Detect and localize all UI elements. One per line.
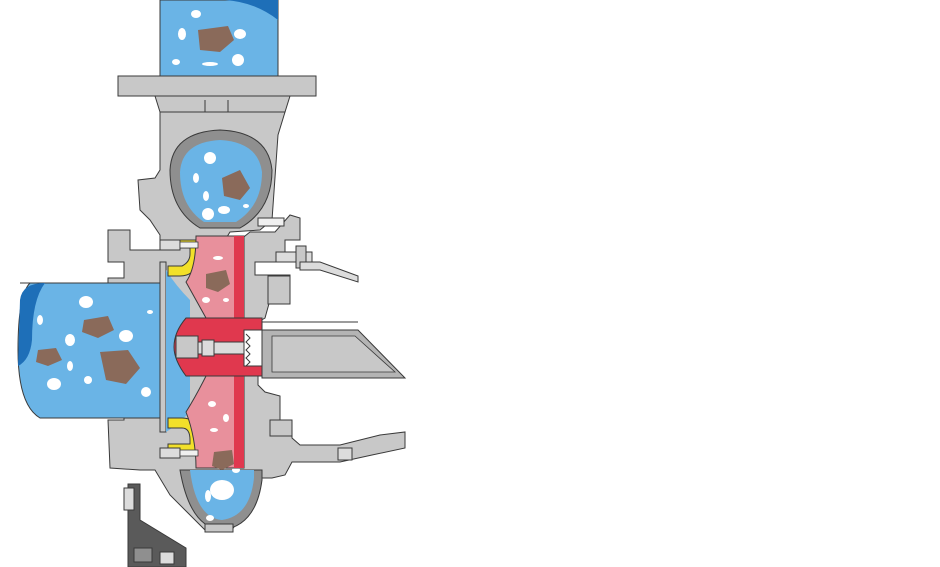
bolt-upper-left <box>159 239 199 251</box>
discharge-fluid <box>159 0 279 77</box>
gland-lower <box>269 419 353 461</box>
bolt-upper-right <box>257 217 313 269</box>
bolt-hub <box>201 339 215 357</box>
impeller <box>185 235 245 470</box>
volute-lower <box>179 467 263 533</box>
support-bracket <box>123 483 187 567</box>
gland-upper <box>267 261 359 305</box>
discharge-flange <box>117 75 317 117</box>
volute-upper <box>169 129 273 229</box>
suction-fluid <box>17 282 164 419</box>
bolt-lower-left <box>159 447 199 459</box>
shaft <box>197 321 407 379</box>
